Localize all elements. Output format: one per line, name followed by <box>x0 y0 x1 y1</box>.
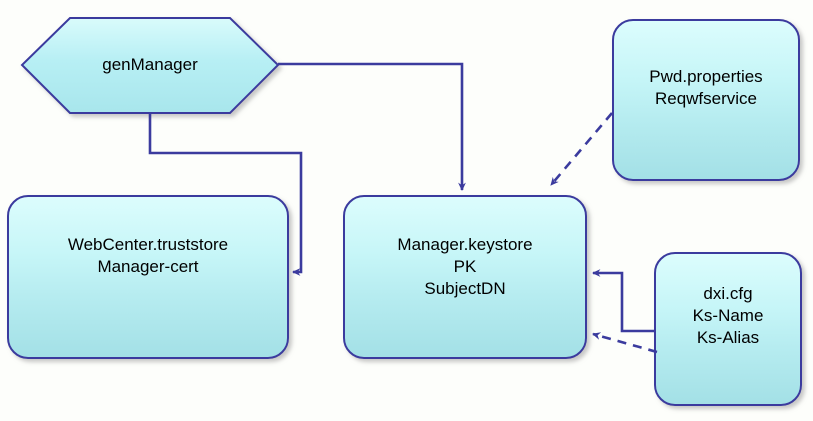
node-keystore[interactable] <box>343 195 587 359</box>
connector-genmanager-to-keystore[interactable] <box>278 62 466 191</box>
node-genmanager[interactable] <box>20 17 280 114</box>
dxi-cfg-shape <box>654 252 802 406</box>
pwd-properties-shape <box>612 19 800 181</box>
connector-genmanager-to-webcenter[interactable] <box>148 113 303 276</box>
connector-dxi-to-keystore-solid[interactable] <box>592 269 655 333</box>
genmanager-shape <box>20 17 280 114</box>
keystore-shape <box>343 195 587 359</box>
node-dxi-cfg[interactable] <box>654 252 802 406</box>
node-webcenter[interactable] <box>7 195 289 359</box>
webcenter-shape <box>7 195 289 359</box>
connector-dxi-to-keystore-dashed[interactable] <box>592 332 658 354</box>
connector-pwd-to-keystore[interactable] <box>550 112 613 186</box>
node-pwd-properties[interactable] <box>612 19 800 181</box>
